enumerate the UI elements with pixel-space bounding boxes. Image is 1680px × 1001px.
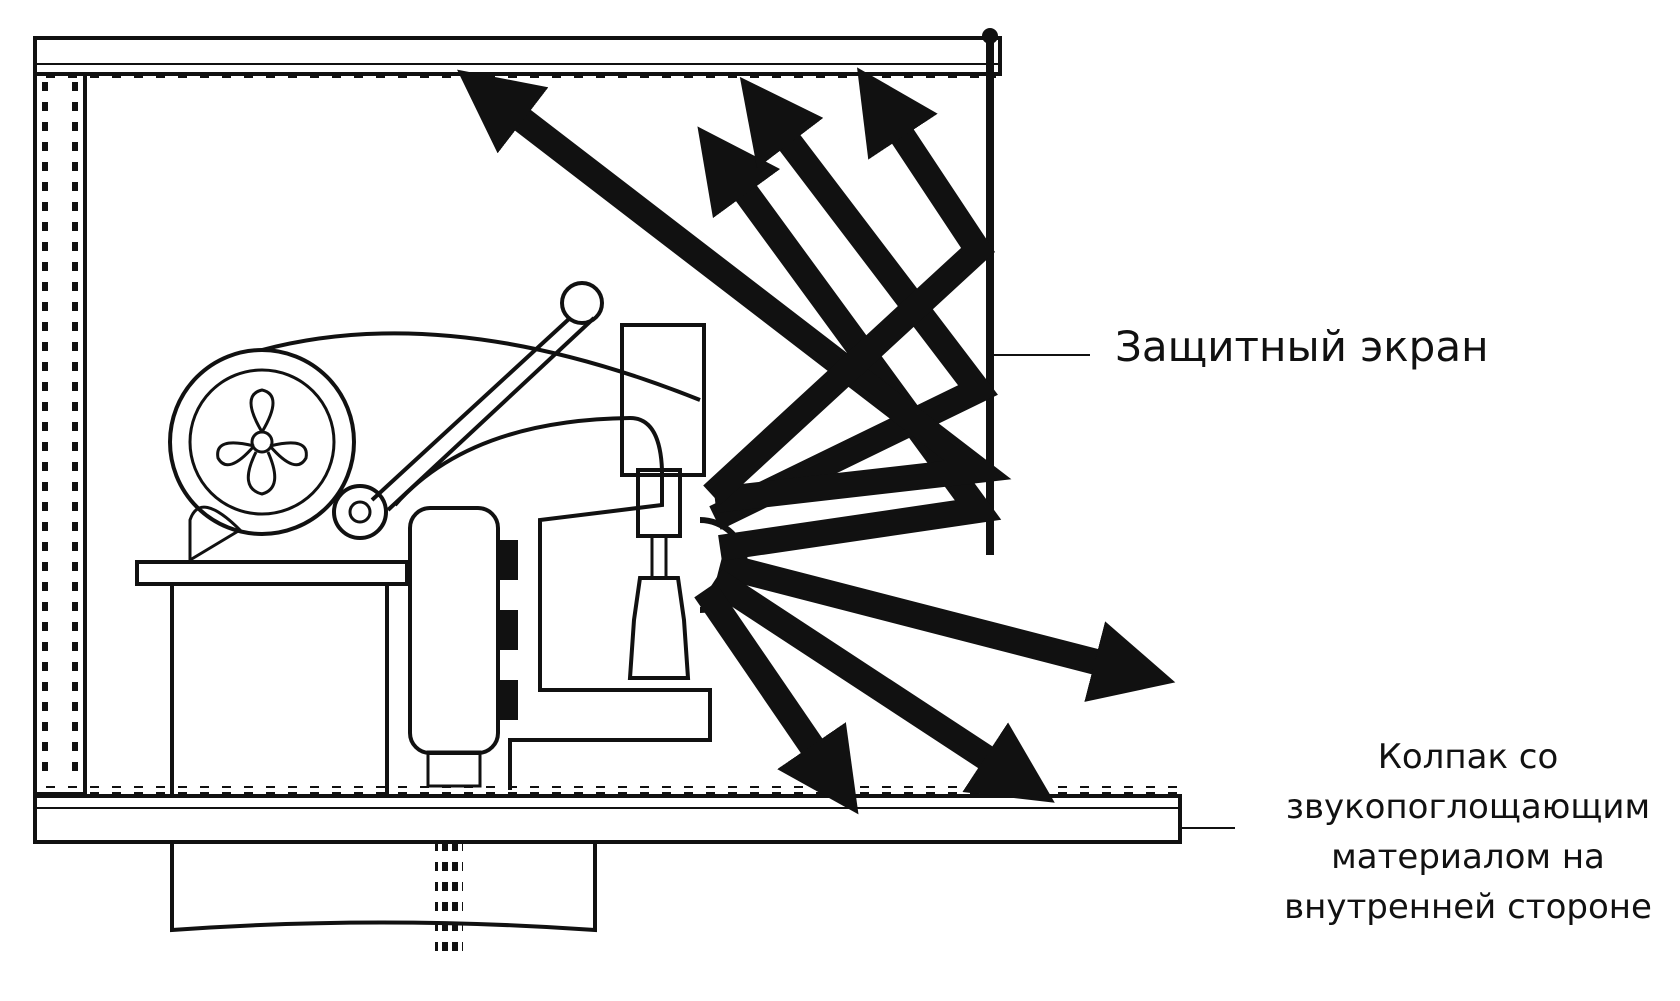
hood-left-wall (35, 74, 85, 794)
hood-label-line: звукопоглощающим (1268, 782, 1668, 832)
linkage-arm (334, 283, 602, 538)
machine-stand (137, 562, 595, 952)
sound-arrows (490, 95, 1135, 780)
punch-tool (630, 470, 688, 678)
press-body (395, 325, 710, 790)
hood-label: Колпак со звукопоглощающим материалом на… (1268, 732, 1668, 932)
protective-screen-label: Защитный экран (1115, 322, 1489, 371)
hood-top-panel (35, 38, 1000, 82)
hood-label-line: материалом на (1268, 832, 1668, 882)
hood-label-line: Колпак со (1268, 732, 1668, 782)
hood-label-line: внутренней стороне (1268, 882, 1668, 932)
